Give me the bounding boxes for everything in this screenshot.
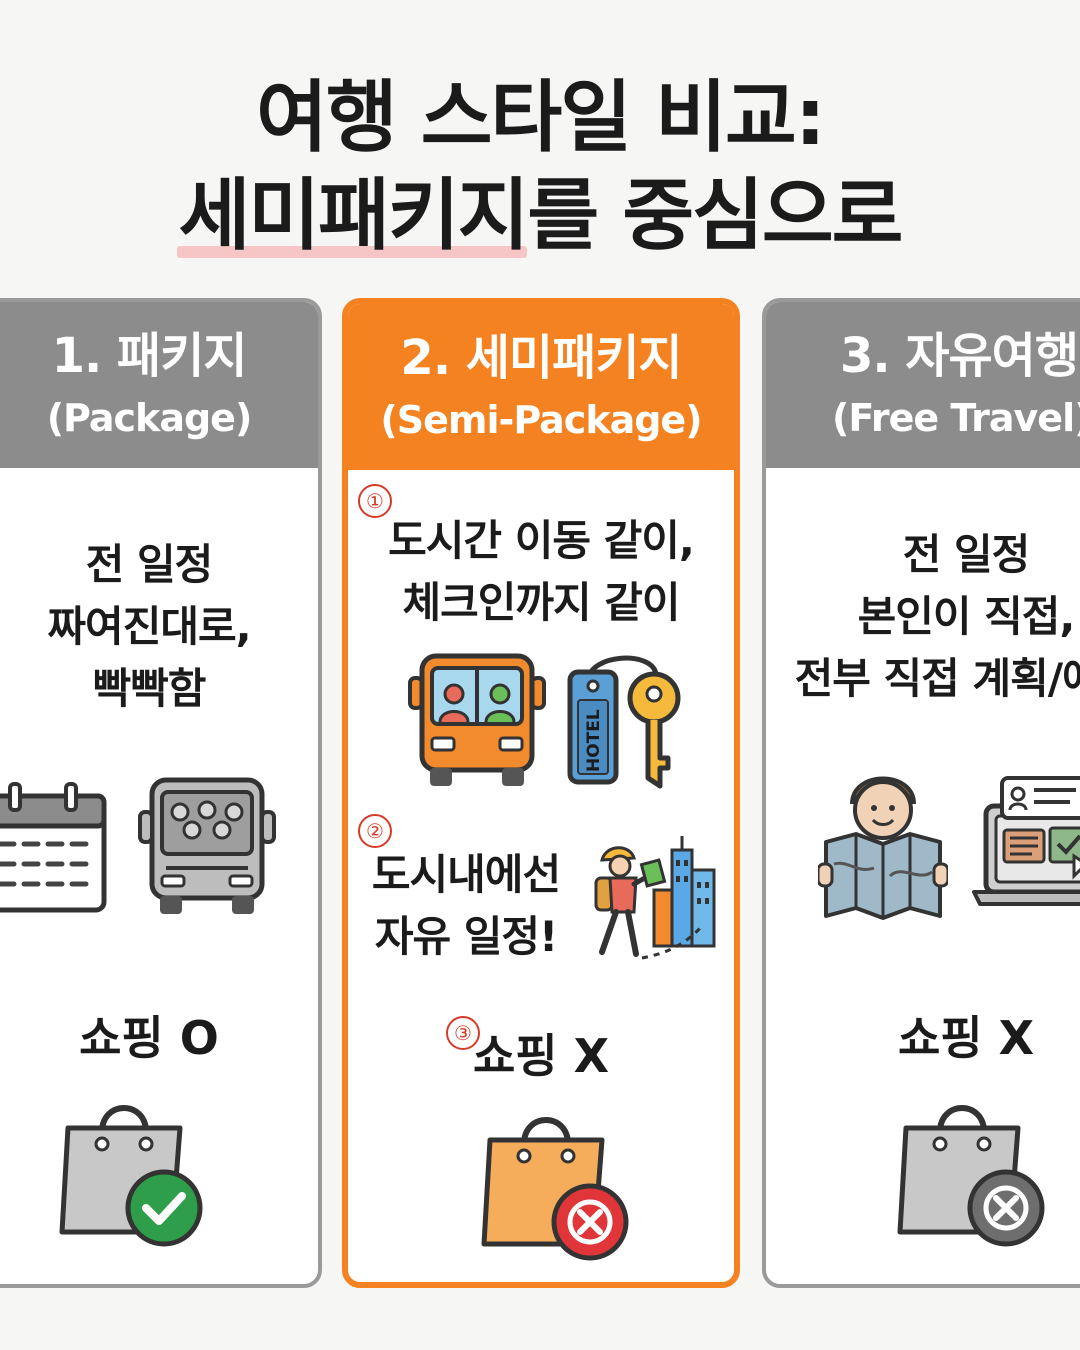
desc-line: 본인이 직접, — [857, 592, 1076, 641]
desc-line: 전 일정 — [85, 540, 214, 589]
laptop-booking-icon — [972, 776, 1080, 906]
card-header: 2. 세미패키지 (Semi-Package) — [348, 304, 734, 470]
point-text: 도시내에선 자유 일정! — [356, 844, 576, 968]
card-title: 3. 자유여행 — [840, 328, 1079, 384]
desc-line: 전부 직접 계획/예약 — [794, 654, 1080, 703]
card-subtitle: (Free Travel) — [832, 396, 1080, 440]
tour-bus-icon — [138, 777, 276, 914]
card-semi-package: 2. 세미패키지 (Semi-Package) ① 도시간 이동 같이, 체크인… — [342, 298, 740, 1288]
shopping-label: 쇼핑 X — [897, 1011, 1035, 1065]
card-free-travel: 3. 자유여행 (Free Travel) 전 일정 본인이 직접, 전부 직접… — [762, 298, 1080, 1288]
point-line: 체크인까지 같이 — [402, 578, 680, 627]
desc-line: 전 일정 — [902, 530, 1031, 579]
card-subtitle: (Semi-Package) — [380, 398, 702, 442]
page-title-line2: 세미패키지를 중심으로 — [0, 168, 1080, 264]
page-title-line1: 여행 스타일 비교: — [256, 73, 826, 163]
desc-line: 짜여진대로, — [47, 602, 251, 651]
title-rest: 를 중심으로 — [527, 171, 903, 261]
card-package: 1. 패키지 (Package) 전 일정 짜여진대로, 빡빡함 쇼핑 — [0, 298, 322, 1288]
card-header: 3. 자유여행 (Free Travel) — [766, 302, 1080, 468]
card-title: 2. 세미패키지 — [400, 330, 682, 386]
shopping-bag-check-icon — [59, 1105, 203, 1247]
hotel-key-icon: HOTEL — [567, 655, 681, 789]
card-header: 1. 패키지 (Package) — [0, 302, 318, 468]
hotel-tag-text: HOTEL — [584, 709, 604, 772]
bus-icon — [408, 653, 546, 786]
desc-line: 빡빡함 — [92, 664, 207, 713]
point-line: 도시내에선 — [371, 850, 561, 899]
card-description: 전 일정 본인이 직접, 전부 직접 계획/예약 — [766, 524, 1080, 710]
point-line: 자유 일정! — [374, 912, 558, 961]
shopping-label: 쇼핑 X — [472, 1029, 610, 1083]
map-person-icon — [818, 776, 948, 920]
calendar-icon — [0, 782, 107, 913]
point-line: 도시간 이동 같이, — [388, 516, 695, 565]
point-number: ② — [358, 814, 392, 848]
point-number: ③ — [446, 1016, 480, 1050]
card-title: 1. 패키지 — [51, 328, 248, 384]
shopping-bag-cross-icon — [481, 1117, 629, 1261]
shopping-bag-cross-icon — [897, 1105, 1045, 1247]
point-number: ① — [358, 484, 392, 518]
point-text: 도시간 이동 같이, 체크인까지 같이 — [348, 510, 734, 634]
card-description: 전 일정 짜여진대로, 빡빡함 — [0, 534, 318, 720]
traveler-icon — [594, 836, 716, 960]
title-highlight: 세미패키지 — [176, 168, 529, 264]
card-subtitle: (Package) — [46, 396, 253, 440]
shopping-label: 쇼핑 O — [79, 1011, 219, 1065]
